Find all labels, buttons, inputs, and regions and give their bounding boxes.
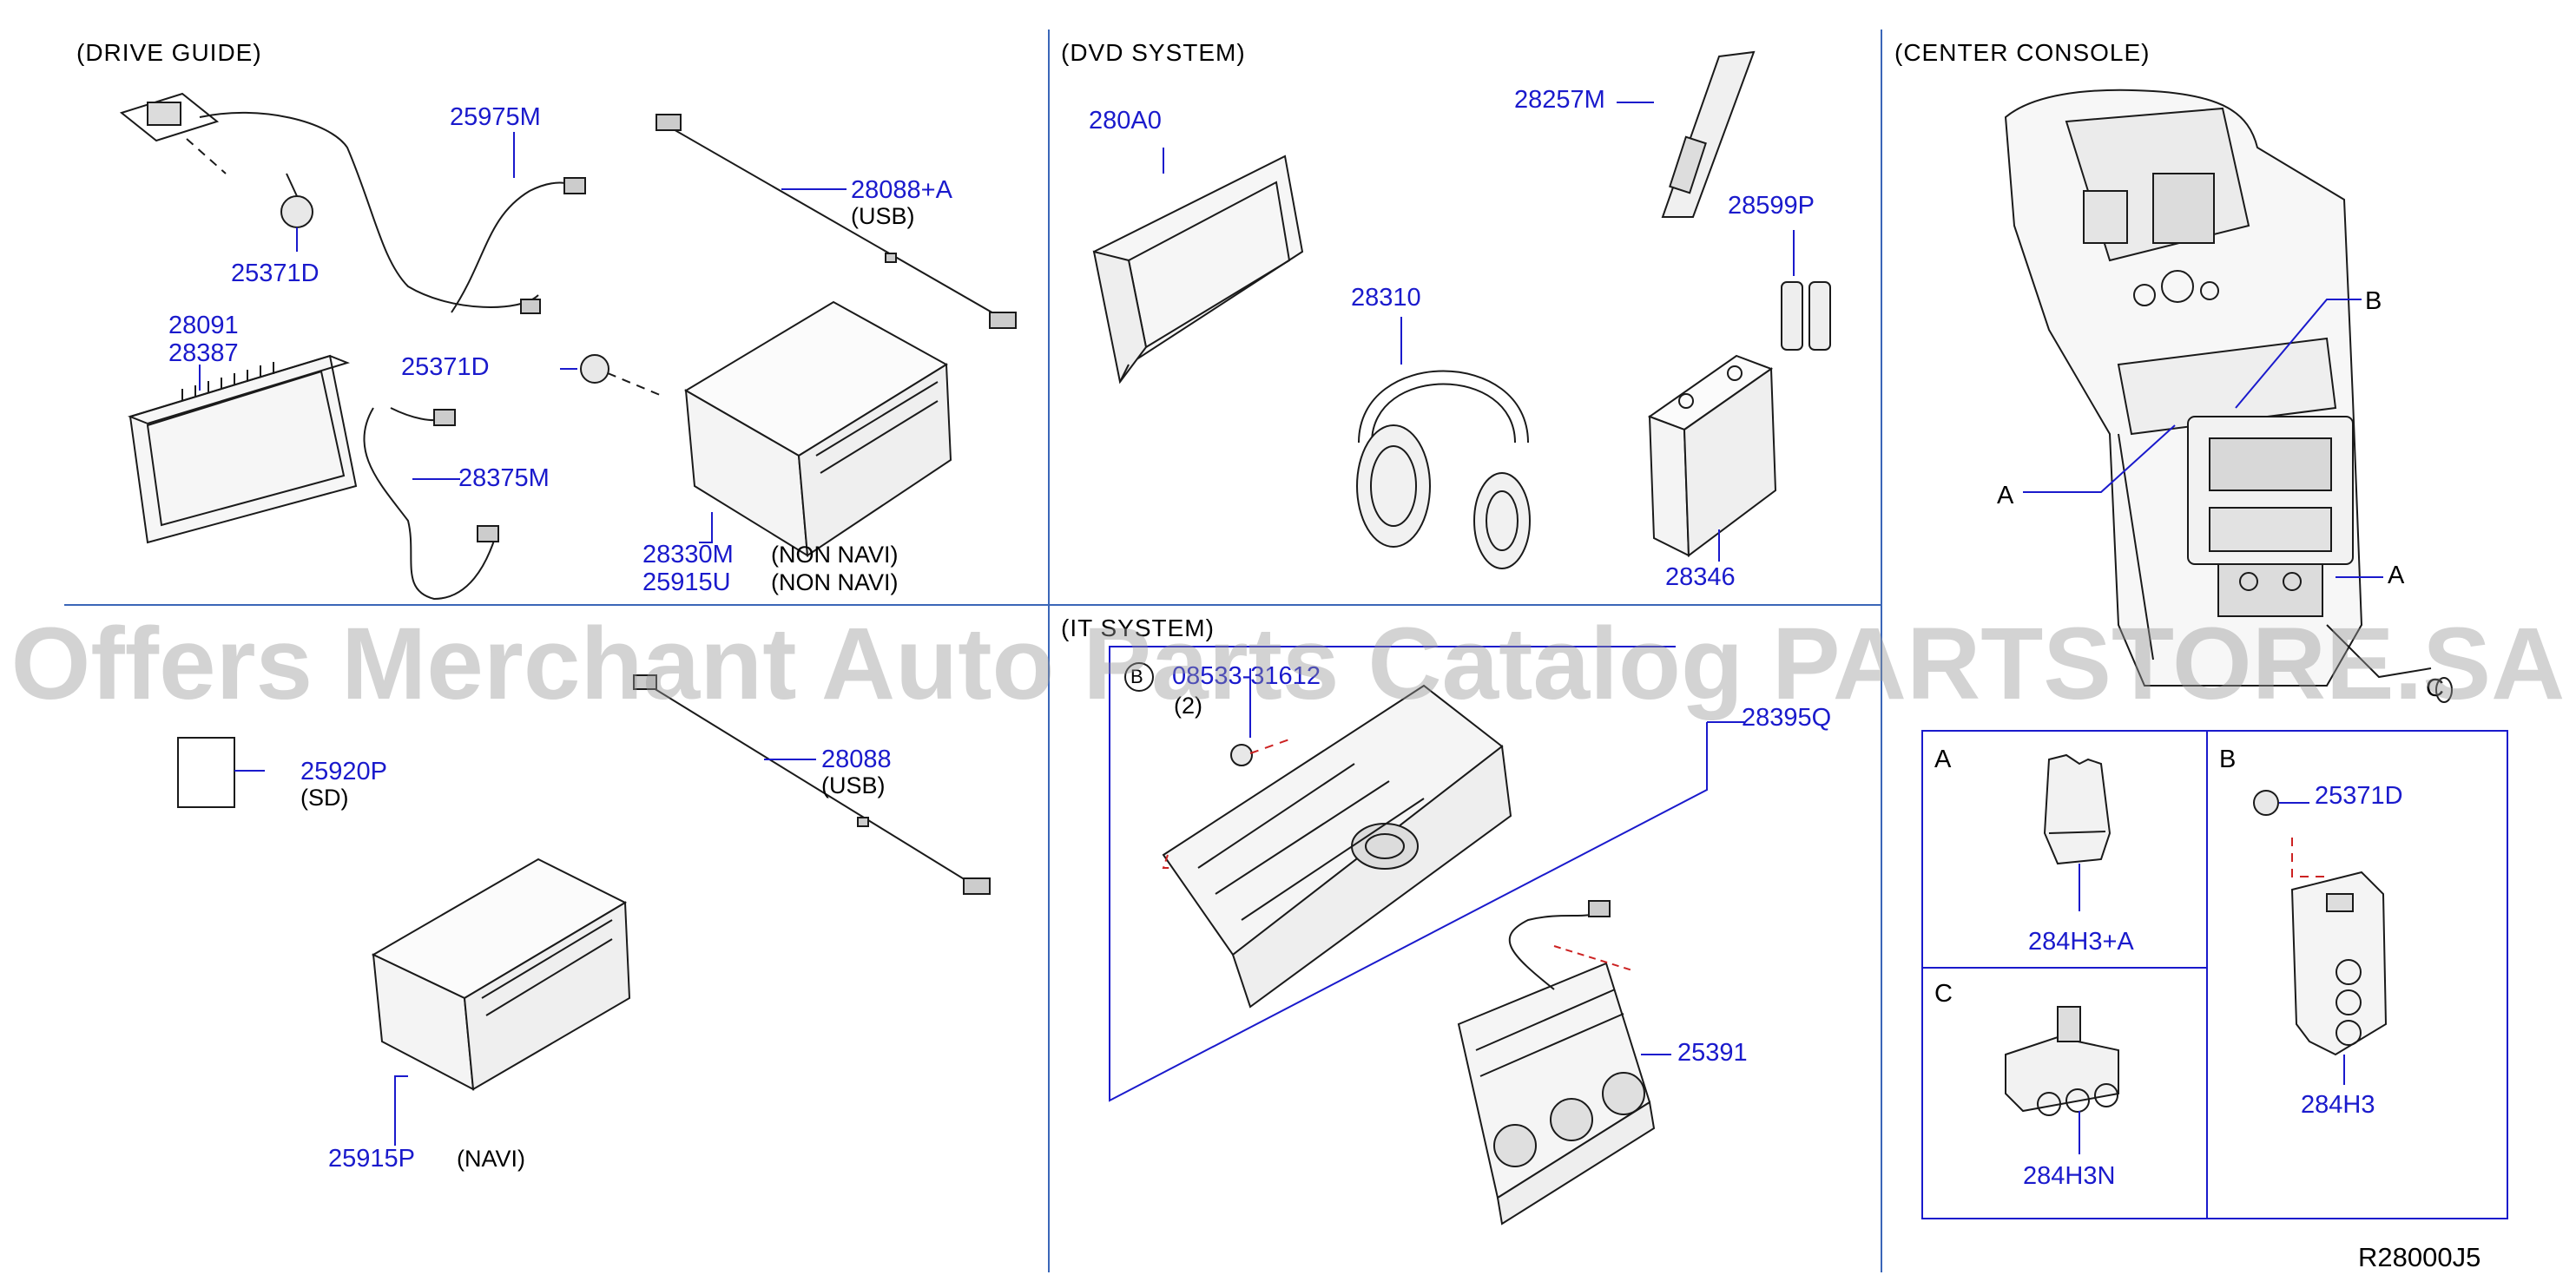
part-note-25920p: (SD) [300, 785, 349, 811]
part-note-28088: (USB) [821, 772, 886, 798]
part-number-28395q[interactable]: 28395Q [1742, 704, 1832, 732]
part-number-284h3n[interactable]: 284H3N [2023, 1162, 2116, 1190]
part-number-28088a[interactable]: 28088+A [851, 176, 952, 204]
part-note-28330m: (NON NAVI) [771, 542, 899, 568]
center-console-leaders [2023, 299, 2383, 578]
it-system-bracket [1109, 646, 1745, 1102]
console-callout-c[interactable]: C [2426, 674, 2444, 702]
part-number-25915u[interactable]: 25915U [642, 568, 731, 596]
navi-drawings [177, 674, 991, 1091]
part-leader-lines [199, 102, 2345, 1154]
part-note-25915p: (NAVI) [457, 1146, 525, 1172]
part-number-08533-31612[interactable]: 08533-31612 [1172, 662, 1321, 690]
section-heading-it-system: (IT SYSTEM) [1061, 614, 1215, 641]
part-number-25371d-detail[interactable]: 25371D [2315, 782, 2403, 810]
part-number-25371d-camera[interactable]: 25371D [231, 260, 320, 287]
detail-boxes [1921, 730, 2508, 1219]
detail-a-title: A [1934, 746, 1952, 773]
bolt-callout-circle [1124, 662, 1154, 692]
part-number-28330m[interactable]: 28330M [642, 541, 734, 568]
part-number-28091[interactable]: 28091 [168, 312, 239, 339]
console-callout-a-upper[interactable]: A [1997, 482, 2014, 509]
console-callout-b[interactable]: B [2365, 287, 2382, 315]
part-note-28088a: (USB) [851, 203, 915, 229]
part-number-28387[interactable]: 28387 [168, 339, 239, 367]
part-number-28346[interactable]: 28346 [1665, 563, 1736, 591]
part-number-284h3[interactable]: 284H3 [2301, 1091, 2375, 1119]
part-note-25915u: (NON NAVI) [771, 569, 899, 595]
bolt-callout-letter: B [1130, 666, 1143, 687]
part-number-28599p[interactable]: 28599P [1728, 192, 1815, 220]
part-number-25920p[interactable]: 25920P [300, 758, 387, 785]
detail-drawings [2005, 753, 2388, 1116]
section-heading-center-console: (CENTER CONSOLE) [1894, 39, 2151, 66]
bolt-quantity: (2) [1174, 693, 1202, 719]
detail-b-title: B [2219, 746, 2237, 773]
dvd-system-drawings [1092, 50, 1831, 569]
part-number-280a0[interactable]: 280A0 [1089, 107, 1162, 135]
diagram-code: R28000J5 [2358, 1242, 2481, 1272]
part-number-28310[interactable]: 28310 [1351, 284, 1421, 312]
console-callout-a-lower[interactable]: A [2388, 562, 2405, 589]
part-number-28088[interactable]: 28088 [821, 746, 892, 773]
part-number-25391[interactable]: 25391 [1677, 1039, 1748, 1067]
section-dividers [64, 30, 1882, 1272]
detail-c-title: C [1934, 980, 1953, 1008]
center-console-drawing [2004, 89, 2453, 703]
section-heading-drive-guide: (DRIVE GUIDE) [76, 39, 262, 66]
it-system-drawings [1162, 684, 1656, 1226]
part-number-28257m[interactable]: 28257M [1514, 86, 1605, 114]
part-number-25371d-clip[interactable]: 25371D [401, 353, 490, 381]
part-number-284h3a[interactable]: 284H3+A [2028, 928, 2134, 956]
section-heading-dvd-system: (DVD SYSTEM) [1061, 39, 1246, 66]
part-number-25915p[interactable]: 25915P [328, 1145, 415, 1173]
drive-guide-drawings [119, 92, 1017, 601]
part-number-28375m[interactable]: 28375M [458, 464, 550, 492]
part-number-25975m[interactable]: 25975M [450, 103, 541, 131]
